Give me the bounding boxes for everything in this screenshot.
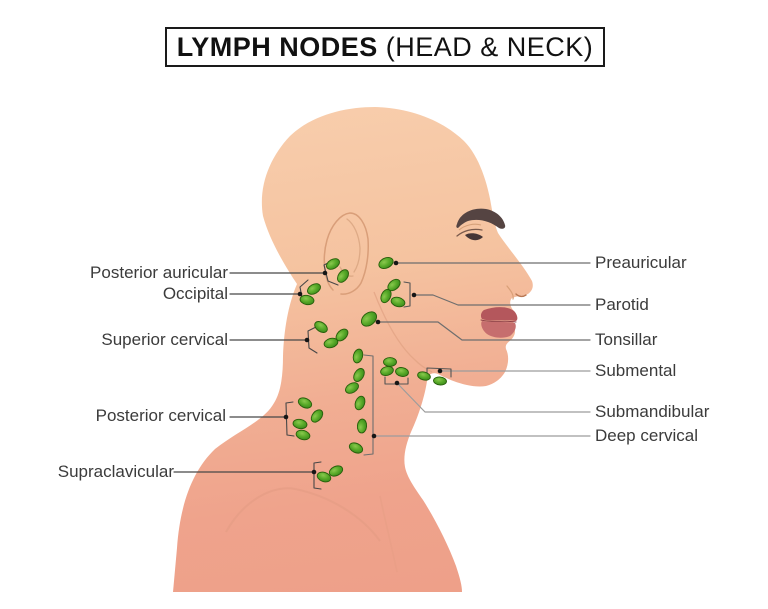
lymph-node [380,365,394,377]
label-preauricular: Preauricular [595,253,687,272]
lymph-node [352,348,364,364]
lymph-node [326,258,340,270]
lymph-node [314,321,328,333]
title-box: LYMPH NODES (HEAD & NECK) [165,27,605,67]
node-group-supraclavicular [316,465,344,483]
lymph-node [433,376,447,386]
lymph-node [360,311,378,327]
connector-superior-cervical [229,326,318,354]
label-posterior-cervical: Posterior cervical [95,406,226,425]
lymph-nodes [292,257,447,483]
lips [480,307,518,338]
lymph-node [353,368,365,382]
node-group-posterior-auricular [326,258,349,283]
lymph-node [328,465,344,477]
pointer-dot [311,469,317,475]
head-outline [173,107,533,592]
ear-outline [323,212,369,295]
node-group-preauricular [378,257,394,269]
title-main: LYMPH NODES [176,31,378,62]
node-group-submandibular [380,357,409,377]
node-group-deep-cervical [345,348,368,454]
pointer-dot [322,270,328,276]
pointer-dot [304,337,310,343]
connector-submandibular [384,376,591,413]
connectors [173,259,591,490]
node-group-superior-cervical [314,321,349,349]
label-occipital: Occipital [162,284,228,303]
label-supraclavicular: Supraclavicular [57,462,174,481]
lymph-node [395,367,409,377]
connector-supraclavicular [173,461,322,490]
lymph-node [348,442,364,454]
eye-pupil [465,233,483,241]
lymph-node [316,471,332,483]
lymph-node [307,283,321,295]
connector-preauricular [393,260,591,266]
pointer-dot [411,292,417,298]
lymph-node [323,337,339,349]
eyebrow [456,208,506,229]
jawline-crease [373,291,433,373]
lymph-node [299,294,315,306]
ear-inner-helix [346,218,361,273]
pointer-dot [437,368,443,374]
lymph-node [337,269,349,283]
nose-wing-crease [506,285,514,300]
connector-deep-cervical [363,354,591,456]
label-submandibular: Submandibular [595,402,710,421]
connector-submental [426,367,591,378]
lymph-node [390,296,406,308]
node-group-posterior-cervical [292,397,324,441]
pointer-dot [375,319,381,325]
label-tonsillar: Tonsillar [595,330,658,349]
node-group-parotid [380,278,406,308]
label-submental: Submental [595,361,677,380]
lymph-node [354,395,366,411]
pointer-dot [297,291,303,297]
title-sub: (HEAD & NECK) [377,31,594,62]
label-parotid: Parotid [595,295,649,314]
lymph-node [417,371,431,381]
label-posterior-auricular: Posterior auricular [90,263,228,282]
pointer-dot [283,414,289,420]
lymph-node [378,257,394,269]
connector-parotid [403,281,591,308]
lymph-node [295,429,311,441]
nostril [515,293,527,298]
node-group-occipital [299,283,321,306]
lymph-node [356,418,368,434]
label-superior-cervical: Superior cervical [101,330,228,349]
lymph-node [345,382,359,394]
node-group-tonsillar [360,311,378,327]
pointer-dot [371,433,377,439]
label-deep-cervical: Deep cervical [595,426,698,445]
eyelid-crease [458,223,482,231]
pointer-dot [393,260,399,266]
neck-crease [379,495,398,573]
eyelid-line [456,228,483,237]
upper-lip [480,307,518,321]
lymph-node [292,418,308,430]
lymph-node [297,397,313,409]
lymph-node [383,357,397,367]
lymph-node [310,409,324,423]
connector-tonsillar [375,319,591,341]
shoulder-crease [225,487,381,542]
pointer-dot [394,380,400,386]
mouth-line [480,319,517,323]
connector-posterior-cervical [229,401,295,437]
head-neck-silhouette [173,107,533,592]
lower-lip [481,321,516,338]
lymph-node [380,288,392,304]
eye [456,223,483,241]
node-group-submental [417,371,447,386]
